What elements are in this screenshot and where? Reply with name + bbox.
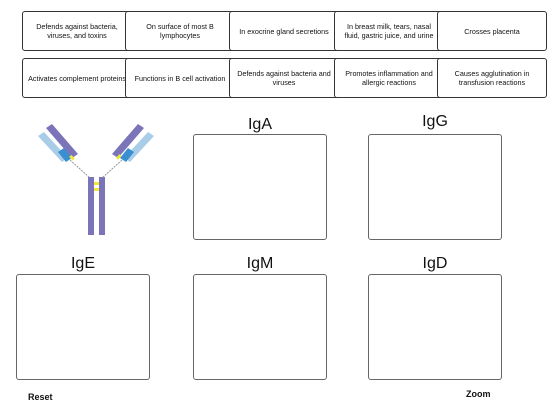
drop-zone-igg[interactable] — [368, 134, 502, 240]
zone-label-iga: IgA — [247, 116, 272, 133]
card-b-cell-activation[interactable]: Functions in B cell activation — [125, 58, 235, 98]
card-inflammation-allergic[interactable]: Promotes inflammation and allergic react… — [334, 58, 444, 98]
drop-zone-igm[interactable] — [193, 274, 327, 380]
card-activates-complement[interactable]: Activates complement proteins — [22, 58, 132, 98]
card-crosses-placenta[interactable]: Crosses placenta — [437, 11, 547, 51]
heavy-chain-stem-right — [99, 177, 105, 235]
heavy-chain-arm-left — [46, 124, 78, 158]
drop-zone-ige[interactable] — [16, 274, 150, 380]
zone-label-igd: IgD — [422, 255, 448, 272]
card-defends-bacteria-viruses-toxins[interactable]: Defends against bacteria, viruses, and t… — [22, 11, 132, 51]
zone-label-igg: IgG — [422, 113, 448, 130]
reset-button[interactable]: Reset — [28, 392, 53, 402]
card-agglutination-transfusion[interactable]: Causes agglutination in transfusion reac… — [437, 58, 547, 98]
card-exocrine-gland-secretions[interactable]: In exocrine gland secretions — [229, 11, 339, 51]
card-defends-bacteria-viruses[interactable]: Defends against bacteria and viruses — [229, 58, 339, 98]
drop-zone-igd[interactable] — [368, 274, 502, 380]
card-breast-milk-tears[interactable]: In breast milk, tears, nasal fluid, gast… — [334, 11, 444, 51]
antibody-illustration — [38, 124, 154, 235]
disulfide-bond — [94, 188, 99, 191]
drop-zone-iga[interactable] — [193, 134, 327, 240]
disulfide-bond — [94, 182, 99, 185]
card-surface-b-lymphocytes[interactable]: On surface of most B lymphocytes — [125, 11, 235, 51]
heavy-chain-arm-right — [112, 124, 144, 158]
zone-label-igm: IgM — [246, 255, 274, 272]
heavy-chain-stem-left — [88, 177, 94, 235]
zoom-button[interactable]: Zoom — [466, 389, 491, 399]
zone-label-ige: IgE — [70, 255, 95, 272]
